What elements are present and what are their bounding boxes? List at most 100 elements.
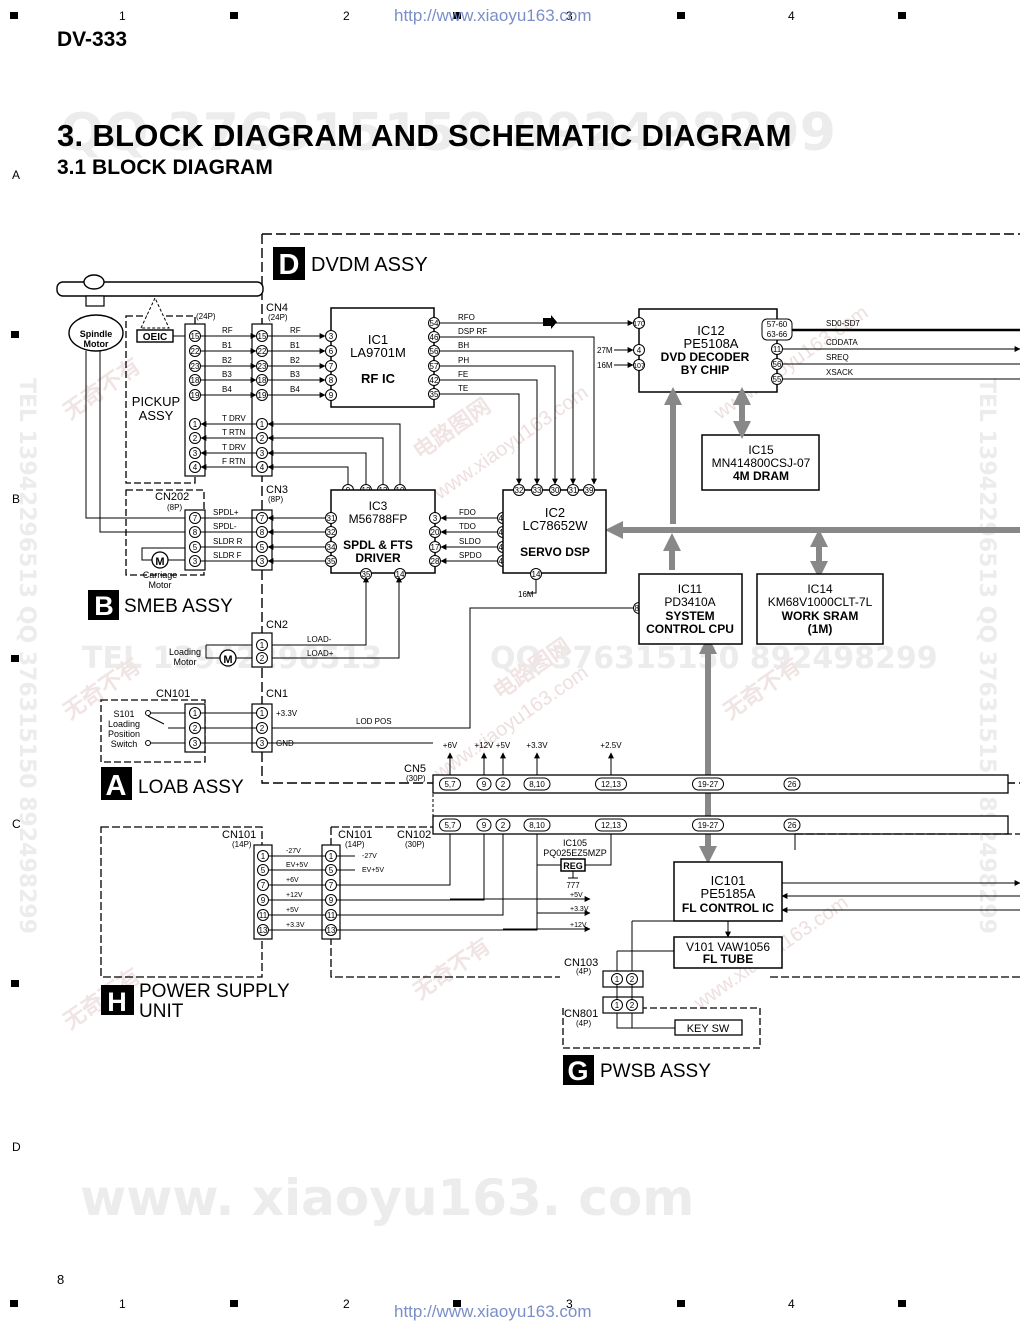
ic12-output-label: CDDATA bbox=[826, 338, 858, 347]
cn101-b-pin: 9 bbox=[325, 894, 337, 906]
rail-label: +5V bbox=[570, 892, 583, 899]
cn5-pin: 12,13 bbox=[595, 777, 627, 791]
svg-text:35: 35 bbox=[327, 557, 336, 566]
ic2-signal-label: SLDO bbox=[459, 537, 481, 546]
ps-out-label: EV+5V bbox=[362, 867, 384, 874]
cn102-pin: 8,10 bbox=[523, 818, 551, 832]
ic2-bottom-pin: 14 bbox=[530, 568, 542, 580]
ic1-output-pin: 57 bbox=[428, 360, 440, 372]
pickup-signal-label: RF bbox=[222, 326, 233, 335]
carriage-motor-symbol: M bbox=[155, 556, 164, 568]
ic1-output-pin: 42 bbox=[428, 374, 440, 386]
rail-label: +12V bbox=[570, 922, 587, 929]
assy-letter-a: A bbox=[106, 770, 127, 802]
watermark-url-top: http://www.xiaoyu163.com bbox=[394, 6, 592, 25]
cn801-pins: (4P) bbox=[576, 1019, 591, 1028]
svg-text:12,13: 12,13 bbox=[601, 821, 622, 830]
ic1-ref: IC1 bbox=[368, 332, 388, 347]
page-number: 8 bbox=[57, 1272, 65, 1287]
svg-text:3: 3 bbox=[193, 739, 198, 748]
column-number-1: 1 bbox=[119, 9, 126, 23]
svg-text:17: 17 bbox=[431, 543, 440, 552]
cn4-pin: 2 bbox=[256, 432, 268, 444]
ic14-function: (1M) bbox=[808, 622, 833, 636]
ic12-pin: 4 bbox=[633, 344, 645, 356]
svg-text:28: 28 bbox=[431, 557, 440, 566]
cn4-pin: 23 bbox=[256, 360, 268, 372]
cn101-loab-name: CN101 bbox=[156, 688, 190, 700]
cn5-pin: 5,7 bbox=[439, 777, 461, 791]
ic1-input-pin: 8 bbox=[325, 374, 337, 386]
register-mark bbox=[11, 655, 19, 662]
ic1-output-pin: 35 bbox=[428, 388, 440, 400]
svg-text:57-60: 57-60 bbox=[767, 320, 788, 329]
cn202-pin: 5 bbox=[189, 541, 201, 553]
svg-text:11: 11 bbox=[327, 911, 336, 920]
pickup-pin: 22 bbox=[189, 345, 201, 357]
ic12-pin: 107 bbox=[633, 359, 645, 371]
power-bus: 5,75,799228,108,1012,1312,1319-2719-2726… bbox=[432, 741, 801, 832]
svg-text:4: 4 bbox=[193, 463, 198, 472]
cn101-b-pin: 5 bbox=[325, 864, 337, 876]
cn102-pins: (30P) bbox=[405, 840, 425, 849]
cn202-pin: 7 bbox=[189, 512, 201, 524]
svg-text:1: 1 bbox=[329, 852, 334, 861]
cn2-pin: 2 bbox=[256, 652, 268, 664]
ic15-ref: IC15 bbox=[748, 443, 774, 457]
register-mark bbox=[898, 12, 906, 19]
ic3-right-pin: 17 bbox=[429, 541, 441, 553]
cn1-pin: 2 bbox=[256, 722, 268, 734]
ic105-reg: REG bbox=[563, 861, 583, 871]
cn103-pin: 2 bbox=[626, 973, 638, 985]
cn202-name: CN202 bbox=[155, 491, 189, 503]
watermark-www: www. xiaoyu163. com bbox=[80, 1169, 694, 1227]
svg-text:2: 2 bbox=[501, 821, 506, 830]
svg-text:30: 30 bbox=[551, 486, 560, 495]
svg-text:26: 26 bbox=[788, 780, 797, 789]
cn101-b-pin: 7 bbox=[325, 879, 337, 891]
svg-text:4: 4 bbox=[637, 346, 642, 355]
svg-text:9: 9 bbox=[329, 896, 334, 905]
s101-label: Loading bbox=[108, 719, 140, 729]
ic1-function: RF IC bbox=[361, 371, 396, 386]
svg-text:2: 2 bbox=[630, 975, 635, 984]
cn4-pin: 15 bbox=[256, 330, 268, 342]
svg-text:11: 11 bbox=[259, 911, 268, 920]
ic1-output-pin: 54 bbox=[428, 317, 440, 329]
svg-text:32: 32 bbox=[327, 528, 336, 537]
cn4-pin: 3 bbox=[256, 447, 268, 459]
ic3-input-pin: 35 bbox=[325, 555, 337, 567]
ic1-part: LA9701M bbox=[350, 345, 406, 360]
dvdm-assy-label: DVDM ASSY bbox=[311, 254, 428, 276]
row-letter-d: D bbox=[12, 1140, 21, 1154]
cn101-ps-name: CN101 bbox=[222, 829, 256, 841]
svg-text:13: 13 bbox=[259, 926, 268, 935]
register-mark bbox=[677, 1300, 685, 1307]
rail-label: +3.3V bbox=[570, 906, 589, 913]
svg-text:3: 3 bbox=[433, 514, 438, 523]
s101-label: Position bbox=[108, 729, 140, 739]
pickup-connector-pins: (24P) bbox=[196, 312, 216, 321]
ic2-signal-label: SPDO bbox=[459, 551, 482, 560]
cn101-loab-pin: 2 bbox=[189, 722, 201, 734]
cn101-b-pins: (14P) bbox=[345, 840, 365, 849]
cn4-signal-label: B2 bbox=[290, 356, 300, 365]
register-mark bbox=[11, 331, 19, 338]
cn801-pin: 2 bbox=[626, 999, 638, 1011]
ic12-pin: 170 bbox=[633, 317, 645, 329]
pwsb-assy-label: PWSB ASSY bbox=[600, 1061, 711, 1082]
cn3-pin: 5 bbox=[256, 541, 268, 553]
pickup-signal-label: B2 bbox=[222, 356, 232, 365]
svg-text:42: 42 bbox=[430, 376, 439, 385]
svg-text:1: 1 bbox=[260, 641, 265, 650]
svg-text:7: 7 bbox=[260, 514, 265, 523]
load-plus-signal: LOAD+ bbox=[307, 649, 334, 658]
pickup-pin: 23 bbox=[189, 360, 201, 372]
register-mark bbox=[453, 12, 461, 19]
assy-letter-g: G bbox=[567, 1056, 588, 1086]
ic1-output-label: TE bbox=[458, 384, 468, 393]
svg-text:5,7: 5,7 bbox=[444, 821, 456, 830]
watermark-side-right: TEL 13942296513 QQ 376315150 892498299 bbox=[974, 378, 999, 934]
svg-text:8: 8 bbox=[329, 376, 334, 385]
